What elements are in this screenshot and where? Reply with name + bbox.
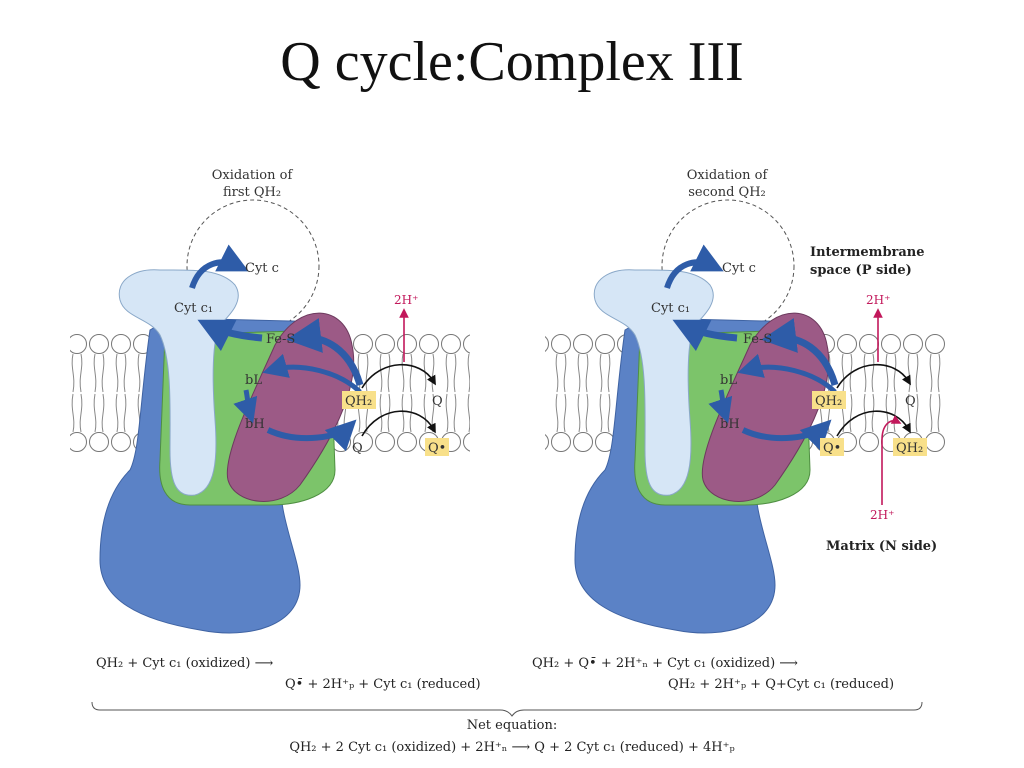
right-arrow-c1-to-c [664,244,724,290]
right-qh2-top-label: QH₂ [815,394,842,409]
right-qh2-top-highlight [812,391,846,409]
slide-title: Q cycle:Complex III [280,31,744,93]
intermembrane-label-line2: space (P side) [810,263,912,278]
left-purple-subunit [226,312,355,502]
left-bh-label: bH [245,417,265,432]
left-arrow-bh-to-q [266,419,357,452]
left-dashed-cycle [186,199,320,333]
left-qrad-label: Q• [428,441,446,456]
left-heading-line2: first QH₂ [223,185,281,200]
right-arrow-bl-to-bh [708,389,733,424]
left-arrow-q-to-qrad [361,410,436,437]
right-q-top-label: Q [905,394,916,409]
right-panel: Oxidation of second QH₂ Cyt c Cyt c₁ Fe-… [545,168,945,634]
left-arrow-qh2-to-fes [286,318,364,387]
right-arrow-fes-to-c1 [672,319,738,352]
right-arrow-qh2-to-bl [737,353,837,394]
right-heading-line2: second QH₂ [688,185,766,200]
left-qh2-highlight [342,391,376,409]
left-equation-line1: QH₂ + Cyt c₁ (oxidized) ⟶ [96,656,274,671]
left-q-top-label: Q [432,394,443,409]
net-equation: QH₂ + 2 Cyt c₁ (oxidized) + 2H⁺ₙ ⟶ Q + 2… [289,740,735,755]
right-proton-in-label: 2H⁺ [870,508,894,522]
net-equation-label: Net equation: [466,718,558,733]
right-proton-out-label: 2H⁺ [866,293,890,307]
right-qrad-label: Q• [823,441,841,456]
right-cyt-c-label: Cyt c [722,261,756,276]
right-heading-line1: Oxidation of [687,168,769,183]
right-proton-in-arrow [881,415,902,505]
left-heading-line1: Oxidation of [212,168,294,183]
left-arrow-qh2-to-bl [262,353,362,394]
right-arrow-bh-to-qrad [741,419,832,452]
right-arrow-qh2-to-fes [761,318,839,387]
right-equation-line2: QH₂ + 2H⁺ₚ + Q+Cyt c₁ (reduced) [668,677,895,692]
right-arrow-qrad-to-qh2 [836,410,911,437]
left-fes-label: Fe-S [266,332,295,347]
right-qh2-bottom-label: QH₂ [896,441,923,456]
right-equation-line1: QH₂ + Q•̄ + 2H⁺ₙ + Cyt c₁ (oxidized) ⟶ [532,656,798,671]
right-dashed-cycle [661,199,795,333]
left-arrow-fes-to-c1 [197,319,263,352]
matrix-label: Matrix (N side) [826,539,937,554]
right-qh2-bottom-highlight [893,438,927,456]
right-purple-subunit [701,312,830,502]
left-cyt-c1-label: Cyt c₁ [174,301,213,316]
right-arrow-qh2-to-q [836,363,911,389]
net-equation-brace [91,701,923,717]
right-qrad-highlight [820,438,844,456]
left-proton-label: 2H⁺ [394,293,418,307]
right-fes-label: Fe-S [743,332,772,347]
intermembrane-label-line1: Intermembrane [810,245,925,260]
left-arrow-bl-to-bh [233,389,258,424]
left-arrow-qh2-to-q [361,363,436,389]
left-qh2-label: QH₂ [345,394,372,409]
right-bl-label: bL [720,373,737,388]
left-cyt-c-label: Cyt c [245,261,279,276]
left-arrow-c1-to-c [189,244,249,290]
left-equation-line2: Q•̄ + 2H⁺ₚ + Cyt c₁ (reduced) [285,677,481,692]
right-cyt-c1-label: Cyt c₁ [651,301,690,316]
left-panel: Oxidation of first QH₂ Cyt c Cyt c₁ Fe-S… [70,168,470,634]
left-bl-label: bL [245,373,262,388]
left-q-bottom-label: Q [352,441,363,456]
left-qrad-highlight [425,438,449,456]
right-bh-label: bH [720,417,740,432]
